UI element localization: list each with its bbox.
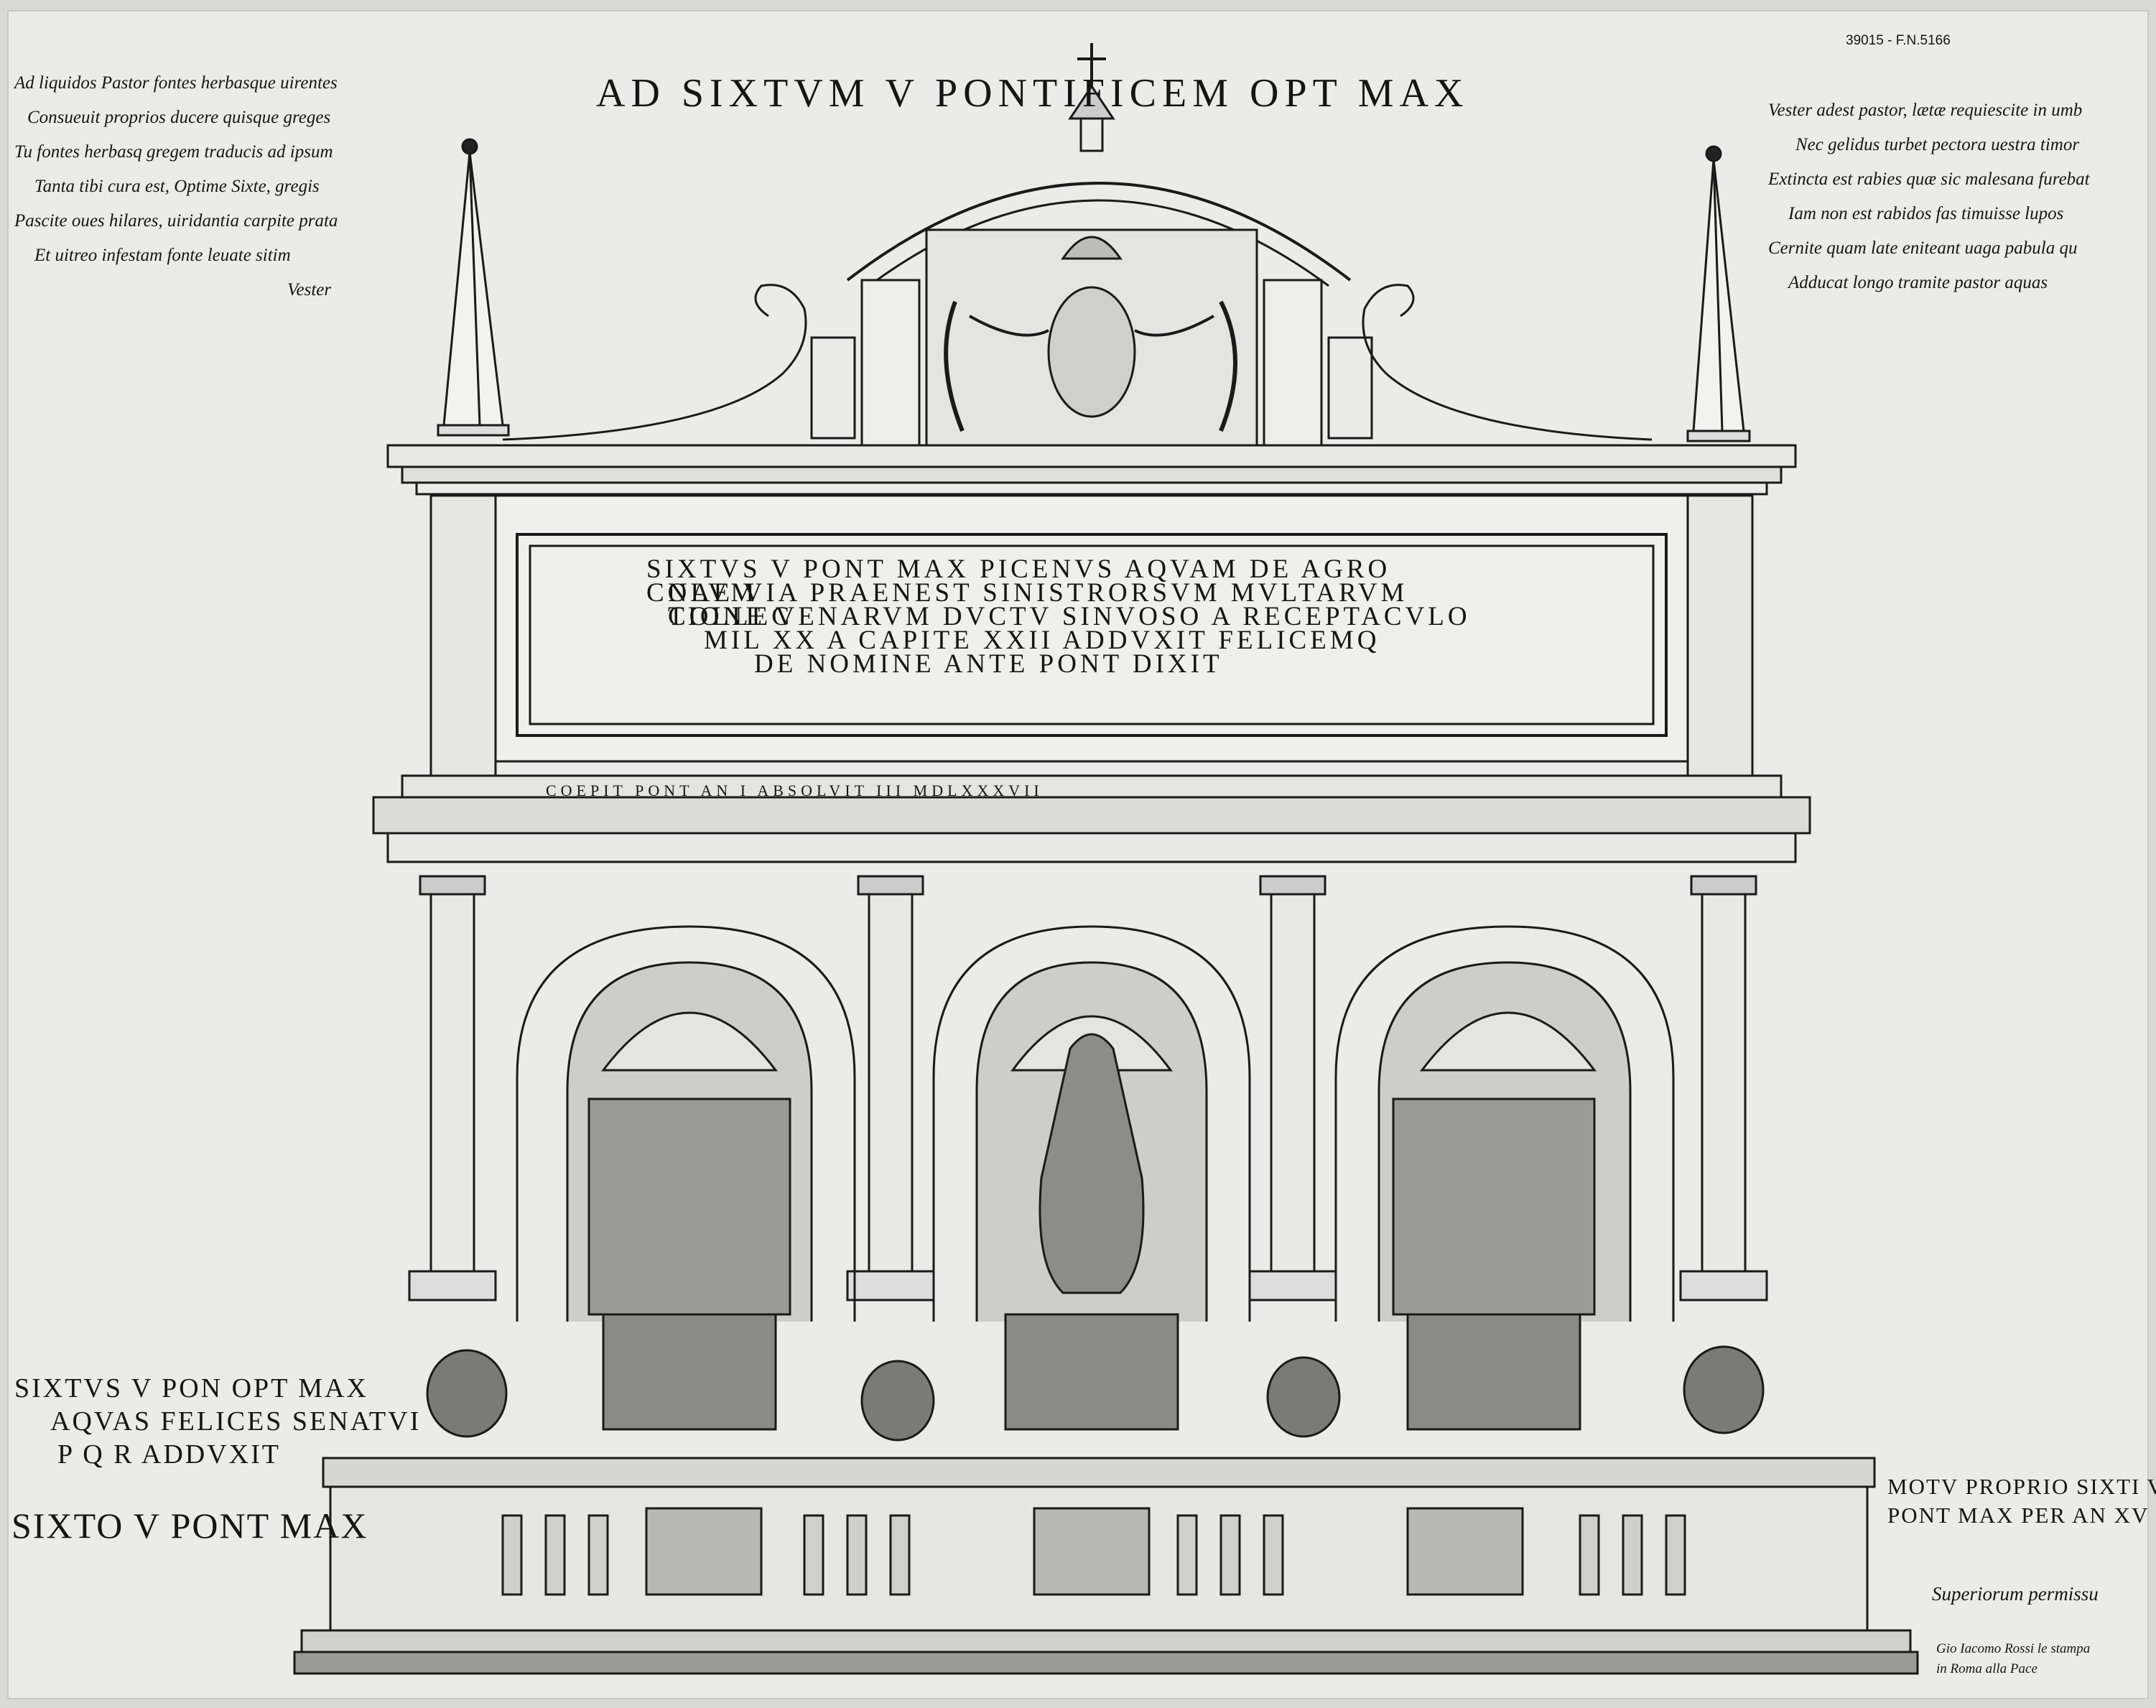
archive-number: 39015 - F.N.5166	[1846, 33, 1951, 48]
inscription-line: MIL XX A CAPITE XXII ADDVXIT FELICEMQ	[704, 626, 1380, 655]
frieze-date: COEPIT PONT AN I ABSOLVIT III MDLXXXVII	[546, 781, 1044, 799]
publisher-line: Gio Iacomo Rossi le stampa	[1936, 1641, 2091, 1656]
inscription-line: NAE VIA PRAENEST SINISTRORSVM MVLTARVM C…	[668, 578, 1408, 631]
poem-left-line: Pascite oues hilares, uiridantia carpite…	[14, 211, 338, 231]
publisher-line: in Roma alla Pace	[1936, 1661, 2037, 1676]
right-niche	[1334, 925, 1675, 1431]
inscription-line: TIONE VENARVM DVCTV SINVOSO A RECEPTACVL…	[668, 602, 1471, 631]
main-cornice	[372, 774, 1811, 863]
publisher-imprint: Gio Iacomo Rossi le stampa in Roma alla …	[1936, 1639, 2090, 1679]
inscription-line: SIXTVS V PONT MAX PICENVS AQVAM DE AGRO …	[646, 554, 1391, 608]
poem-right-line: Vester adest pastor, lætæ requiescite in…	[1768, 101, 2083, 120]
inscription-line: DE NOMINE ANTE PONT DIXIT	[754, 649, 1223, 679]
poem-right: Vester adest pastor, lætæ requiescite in…	[1768, 93, 2090, 300]
right-caption-line: PONT MAX PER AN XV	[1887, 1503, 2150, 1528]
poem-left: Ad liquidos Pastor fontes herbasque uire…	[14, 66, 338, 307]
columns	[408, 875, 1768, 1301]
poem-left-line: Vester	[287, 280, 332, 300]
poem-left-line: Tanta tibi cura est, Optime Sixte, gregi…	[34, 177, 320, 196]
page-title: AD SIXTVM V PONTIFICEM OPT MAX	[596, 71, 1469, 116]
left-caption-line: AQVAS FELICES SENATVI	[50, 1406, 422, 1437]
right-obelisk	[1686, 145, 1751, 442]
lion-spouts	[426, 1345, 1765, 1442]
poem-right-line: Iam non est rabidos fas timuisse lupos	[1788, 204, 2064, 223]
poem-left-line: Ad liquidos Pastor fontes herbasque uire…	[14, 73, 338, 93]
left-caption-large: SIXTO V PONT MAX	[11, 1505, 368, 1546]
center-niche	[932, 925, 1251, 1431]
left-caption-line: P Q R ADDVXIT	[57, 1439, 281, 1470]
poem-right-line: Adducat longo tramite pastor aquas	[1788, 273, 2048, 292]
left-caption-line: SIXTVS V PON OPT MAX	[14, 1373, 368, 1403]
left-caption: SIXTVS V PON OPT MAX AQVAS FELICES SENAT…	[14, 1372, 421, 1471]
poem-right-line: Extincta est rabies quæ sic malesana fur…	[1768, 170, 2090, 189]
fountain-inscription: SIXTVS V PONT MAX PICENVS AQVAM DE AGRO …	[646, 554, 1508, 679]
right-caption: MOTV PROPRIO SIXTI V PONT MAX PER AN XV	[1887, 1472, 2156, 1530]
right-caption-line: MOTV PROPRIO SIXTI V	[1887, 1474, 2156, 1499]
poem-right-line: Cernite quam late eniteant uaga pabula q…	[1768, 238, 2078, 258]
permission-note: Superiorum permissu	[1932, 1583, 2099, 1605]
basin-balustrade	[293, 1457, 1919, 1675]
inscription-panel	[429, 494, 1754, 777]
lantern-cross	[1068, 43, 1115, 152]
poem-left-line: Tu fontes herbasq gregem traducis ad ips…	[14, 142, 333, 162]
poem-right-line: Nec gelidus turbet pectora uestra timor	[1795, 135, 2080, 154]
upper-cornice	[386, 444, 1797, 496]
left-niche	[516, 925, 856, 1431]
left-obelisk	[437, 138, 510, 437]
poem-left-line: Et uitreo infestam fonte leuate sitim	[34, 246, 291, 265]
poem-left-line: Consueuit proprios ducere quisque greges	[27, 108, 331, 127]
papal-coat-of-arms	[944, 236, 1237, 432]
